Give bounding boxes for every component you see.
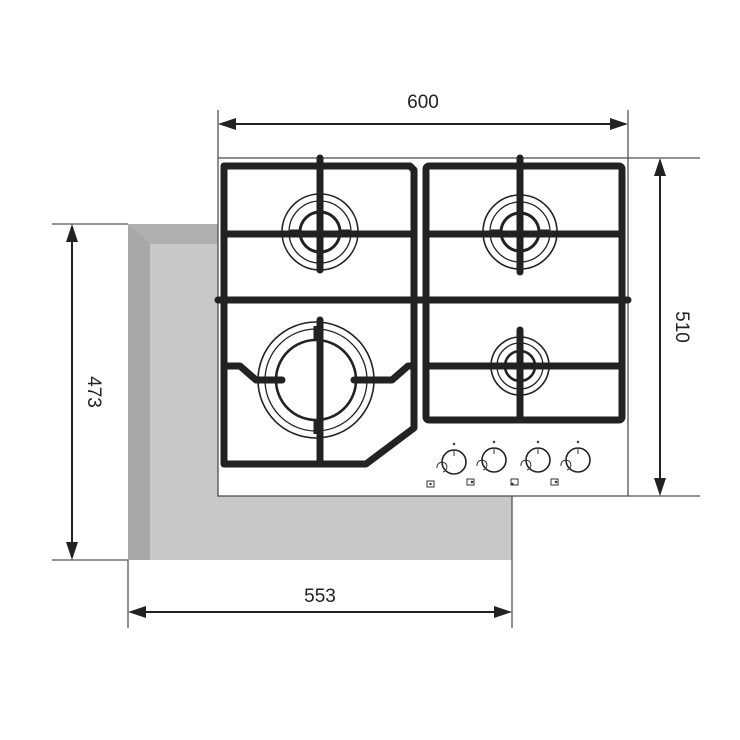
burner-indicator-icon [510, 478, 519, 486]
burner-bottom-right [490, 336, 550, 396]
dimension-top: 600 [218, 92, 628, 130]
cutout-bevel [128, 224, 150, 560]
dimension-right: 510 [654, 158, 692, 496]
burner-top-right [482, 194, 558, 270]
extension-lines [52, 110, 700, 628]
control-knobs [426, 440, 591, 488]
dimension-right-label: 510 [671, 311, 692, 343]
dimension-top-label: 600 [407, 92, 439, 113]
burner-indicator-icon [466, 478, 475, 486]
burner-indicator-icon [550, 478, 559, 486]
burner-top-left [281, 193, 359, 271]
dimension-left-label: 473 [83, 376, 104, 408]
burner-bottom-left [257, 321, 375, 439]
dimension-left: 473 [66, 224, 104, 560]
grate-left [214, 154, 424, 468]
dimension-bottom-label: 553 [304, 586, 336, 607]
knob-2 [466, 440, 507, 486]
dimension-bottom: 553 [128, 586, 512, 618]
burner-indicator-icon [426, 480, 435, 488]
grate-right [416, 154, 632, 424]
knob-1 [426, 442, 467, 488]
knob-4 [550, 440, 591, 486]
knob-3 [510, 440, 551, 486]
